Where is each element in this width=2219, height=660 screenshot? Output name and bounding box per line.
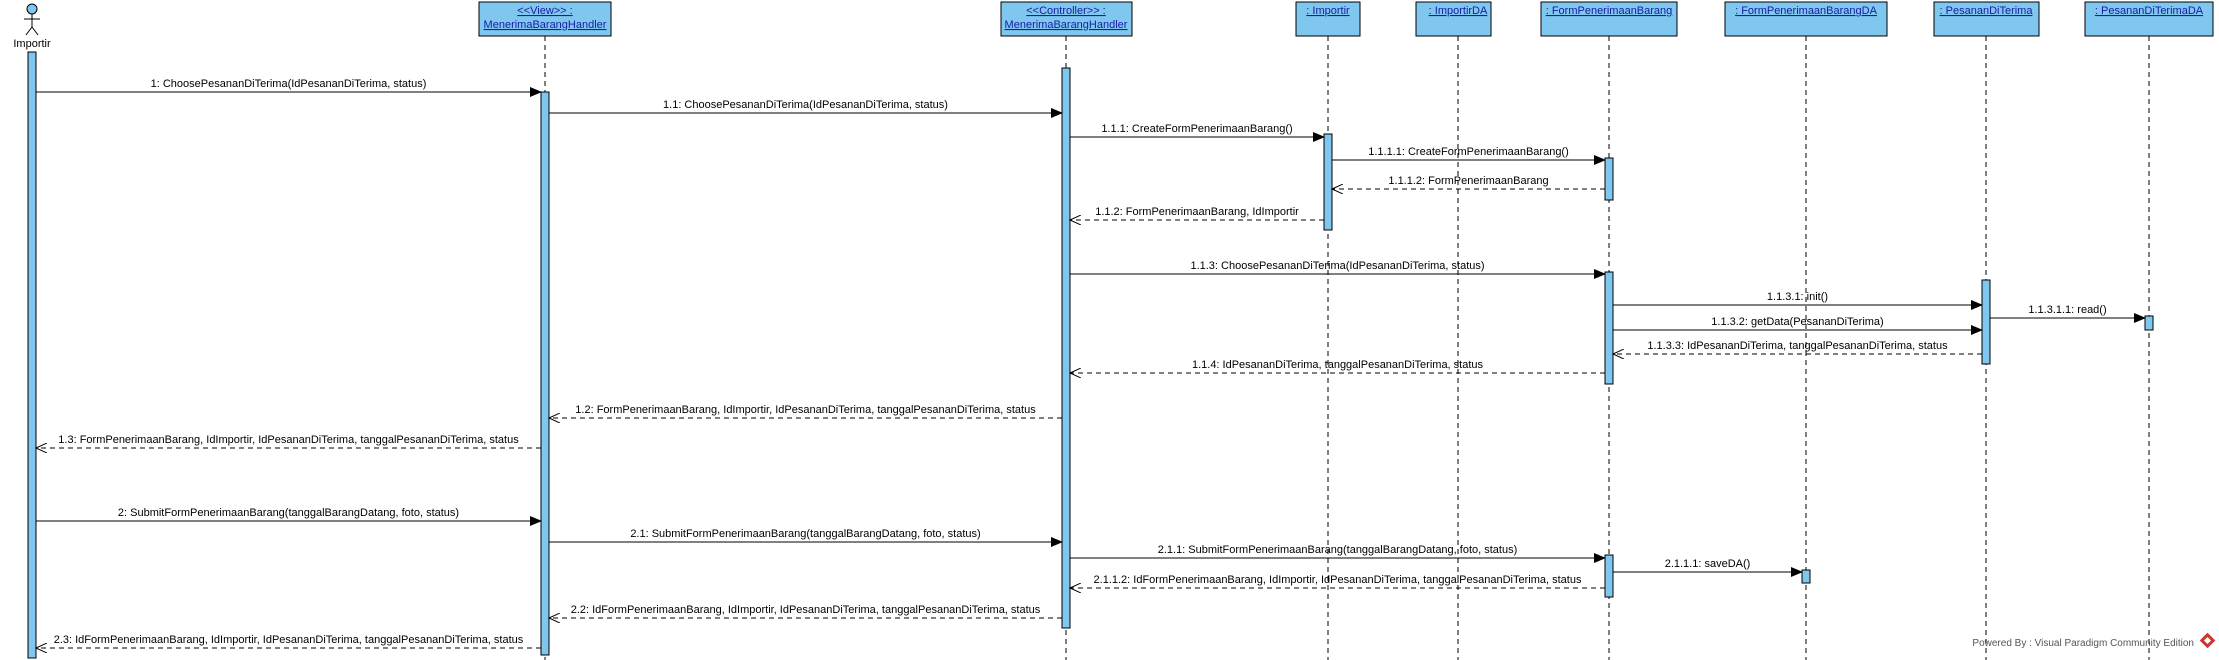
actor-leg-left bbox=[25, 26, 33, 36]
actor-name: Importir bbox=[13, 38, 51, 50]
message-label-6: 1.1.2: FormPenerimaanBarang, IdImportir bbox=[1095, 206, 1299, 218]
activation-pesda bbox=[2144, 315, 2154, 331]
lifeline-header-ctrl: <<Controller>> : MenerimaBarangHandler bbox=[1000, 1, 1133, 37]
lifeline-header-view: <<View>> : MenerimaBarangHandler bbox=[478, 1, 612, 37]
lifeline-ctrl-name: MenerimaBarangHandler bbox=[1005, 19, 1128, 31]
message-label-14: 1.3: FormPenerimaanBarang, IdImportir, I… bbox=[58, 434, 519, 446]
message-label-18: 2.1.1.1: saveDA() bbox=[1665, 558, 1751, 570]
lifeline-header-impda: : ImportirDA bbox=[1415, 1, 1492, 37]
actor-importir: Importir bbox=[13, 3, 51, 50]
activation-ctrl bbox=[1061, 67, 1071, 629]
lifeline-imp-name: : Importir bbox=[1306, 5, 1350, 17]
activation-form-2 bbox=[1604, 271, 1614, 385]
lifeline-header-imp: : Importir bbox=[1295, 1, 1361, 37]
lifeline-form-name: : FormPenerimaanBarang bbox=[1546, 5, 1673, 17]
activation-formda bbox=[1801, 569, 1811, 584]
footer-text: Powered By : Visual Paradigm Community E… bbox=[1972, 638, 2194, 649]
lifeline-ctrl-stereotype: <<Controller>> : bbox=[1026, 5, 1106, 17]
actor-leg-right bbox=[31, 26, 39, 36]
lifeline-header-pesda: : PesananDiTerimaDA bbox=[2084, 1, 2214, 37]
lifeline-header-formda: : FormPenerimaanBarangDA bbox=[1724, 1, 1888, 37]
message-label-7: 1.1.3: ChoosePesananDiTerima(IdPesananDi… bbox=[1190, 260, 1484, 272]
lifeline-formda-name: : FormPenerimaanBarangDA bbox=[1735, 5, 1878, 17]
message-label-10: 1.1.3.2: getData(PesananDiTerima) bbox=[1711, 316, 1883, 328]
activation-imp bbox=[1323, 133, 1333, 231]
lifeline-header-pes: : PesananDiTerima bbox=[1933, 1, 2040, 37]
activation-form-3 bbox=[1604, 554, 1614, 598]
message-label-8: 1.1.3.1: init() bbox=[1767, 291, 1828, 303]
lifeline-view-stereotype: <<View>> : bbox=[517, 5, 572, 17]
lifeline-header-form: : FormPenerimaanBarang bbox=[1540, 1, 1678, 37]
visual-paradigm-logo-icon bbox=[2199, 632, 2216, 649]
footer: Powered By : Visual Paradigm Community E… bbox=[1972, 632, 2216, 649]
activation-form-1 bbox=[1604, 157, 1614, 201]
activation-actor bbox=[27, 51, 37, 659]
lifeline-pes-name: : PesananDiTerima bbox=[1940, 5, 2034, 17]
message-label-17: 2.1.1: SubmitFormPenerimaanBarang(tangga… bbox=[1158, 544, 1518, 556]
message-label-3: 1.1.1: CreateFormPenerimaanBarang() bbox=[1101, 123, 1292, 135]
message-label-12: 1.1.4: IdPesananDiTerima, tanggalPesanan… bbox=[1192, 359, 1484, 371]
activation-pes bbox=[1981, 279, 1991, 365]
message-label-20: 2.2: IdFormPenerimaanBarang, IdImportir,… bbox=[571, 604, 1041, 616]
message-label-16: 2.1: SubmitFormPenerimaanBarang(tanggalB… bbox=[630, 528, 980, 540]
message-label-11: 1.1.3.3: IdPesananDiTerima, tanggalPesan… bbox=[1647, 340, 1948, 352]
message-label-5: 1.1.1.2: FormPenerimaanBarang bbox=[1388, 175, 1548, 187]
message-label-19: 2.1.1.2: IdFormPenerimaanBarang, IdImpor… bbox=[1094, 574, 1582, 586]
activation-view bbox=[540, 91, 550, 656]
messages: 1: ChoosePesananDiTerima(IdPesananDiTeri… bbox=[36, 78, 2146, 648]
message-label-2: 1.1: ChoosePesananDiTerima(IdPesananDiTe… bbox=[663, 99, 948, 111]
actor-head-icon bbox=[26, 3, 38, 15]
lifeline-pesda-name: : PesananDiTerimaDA bbox=[2095, 5, 2204, 17]
lifeline-view-name: MenerimaBarangHandler bbox=[484, 19, 607, 31]
message-label-9: 1.1.3.1.1: read() bbox=[2028, 304, 2106, 316]
message-label-4: 1.1.1.1: CreateFormPenerimaanBarang() bbox=[1368, 146, 1569, 158]
message-label-21: 2.3: IdFormPenerimaanBarang, IdImportir,… bbox=[54, 634, 524, 646]
lifeline-impda-name: : ImportirDA bbox=[1429, 5, 1488, 17]
message-label-1: 1: ChoosePesananDiTerima(IdPesananDiTeri… bbox=[151, 78, 427, 90]
activation-bars bbox=[27, 51, 2154, 659]
message-label-13: 1.2: FormPenerimaanBarang, IdImportir, I… bbox=[575, 404, 1036, 416]
message-label-15: 2: SubmitFormPenerimaanBarang(tanggalBar… bbox=[118, 507, 459, 519]
